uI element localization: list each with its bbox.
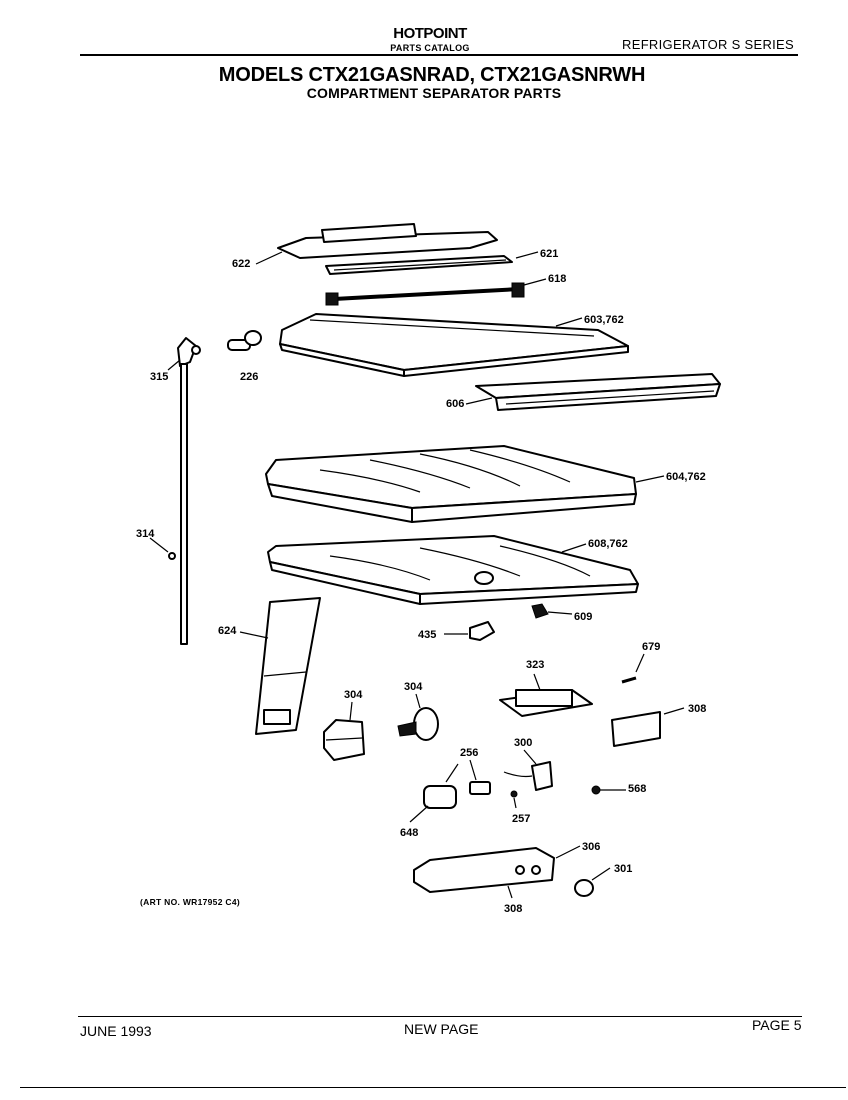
callout-306: 306	[582, 841, 600, 853]
part-226-knob	[227, 330, 262, 351]
callout-603: 603,762	[584, 314, 624, 326]
part-679-screw	[621, 676, 637, 684]
models-title: MODELS CTX21GASNRAD, CTX21GASNRWH	[218, 64, 646, 86]
part-304-fan	[397, 707, 439, 741]
callout-304a: 304	[344, 689, 363, 701]
part-314-clip	[168, 552, 176, 560]
callout-621: 621	[540, 248, 558, 260]
part-315-bracket	[177, 337, 201, 645]
callout-226: 226	[240, 371, 258, 383]
part-257-screw	[510, 790, 518, 798]
series-label: REFRIGERATOR S SERIES	[622, 37, 794, 52]
callout-679: 679	[642, 641, 660, 653]
callout-618: 618	[548, 273, 566, 285]
callout-648: 648	[400, 827, 418, 839]
callout-301: 301	[614, 863, 632, 875]
callout-315: 315	[150, 371, 168, 383]
part-606-front	[475, 373, 721, 411]
part-624-duct	[255, 597, 321, 735]
part-568-screw	[591, 785, 601, 795]
callout-604: 604,762	[666, 471, 706, 483]
part-300-thermostat	[503, 761, 553, 791]
callout-323: 323	[526, 659, 544, 671]
callout-314: 314	[136, 528, 155, 540]
art-number: (ART NO. WR17952 C4)	[140, 897, 240, 907]
callout-624: 624	[218, 625, 237, 637]
part-308-bracket	[611, 711, 661, 747]
callout-257: 257	[512, 813, 530, 825]
part-622-cover	[277, 223, 498, 259]
catalog-label: PARTS CATALOG	[390, 43, 470, 53]
footer-rule	[78, 1016, 802, 1017]
part-323-bracket	[499, 689, 593, 717]
callout-435: 435	[418, 629, 436, 641]
footer-date: JUNE 1993	[80, 1023, 152, 1039]
callout-300: 300	[514, 737, 532, 749]
callout-606: 606	[446, 398, 464, 410]
header-rule	[80, 54, 798, 56]
part-608-pan	[267, 535, 639, 605]
callout-622: 622	[232, 258, 250, 270]
footer-status: NEW PAGE	[404, 1021, 479, 1037]
part-304-housing	[323, 719, 365, 761]
part-301-knob	[574, 879, 594, 897]
callout-609: 609	[574, 611, 592, 623]
part-621-rail	[325, 255, 513, 275]
part-603-shelf	[279, 313, 629, 377]
part-609-clip	[531, 603, 549, 619]
callout-256: 256	[460, 747, 478, 759]
callout-608: 608,762	[588, 538, 628, 550]
part-435-damper	[469, 621, 495, 641]
part-618-rod	[325, 282, 525, 306]
brand-name: HOTPOINT	[393, 25, 467, 42]
footer-page: PAGE 5	[752, 1017, 802, 1033]
part-648-motor	[423, 763, 459, 809]
part-306-housing	[413, 847, 555, 893]
callout-304b: 304	[404, 681, 423, 693]
callout-568: 568	[628, 783, 646, 795]
callout-308b: 308	[504, 903, 522, 915]
bottom-rule	[20, 1087, 846, 1088]
callout-308a: 308	[688, 703, 706, 715]
part-604-cover	[265, 445, 637, 523]
part-256-switch	[469, 781, 491, 795]
section-title: COMPARTMENT SEPARATOR PARTS	[306, 85, 562, 101]
